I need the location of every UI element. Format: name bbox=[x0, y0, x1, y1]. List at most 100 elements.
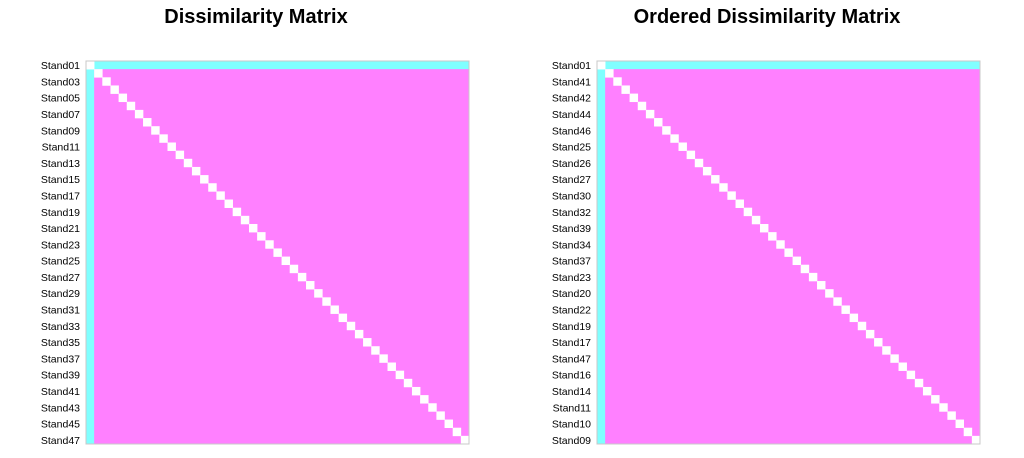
row-tick-label: Stand17 bbox=[552, 337, 591, 349]
heatmap-cell-diagonal bbox=[428, 403, 437, 412]
heatmap-cell-diagonal bbox=[379, 354, 388, 363]
heatmap-cell-diagonal bbox=[637, 101, 647, 111]
heatmap-cell-diagonal bbox=[273, 248, 282, 257]
heatmap-cell-diagonal bbox=[281, 256, 291, 266]
row-tick-label: Stand16 bbox=[552, 370, 591, 382]
heatmap-svg: Stand01Stand03Stand05Stand07Stand09Stand… bbox=[41, 60, 470, 447]
heatmap-cell-diagonal bbox=[939, 403, 948, 412]
heatmap-cell-diagonal bbox=[914, 378, 924, 388]
row-tick-label: Stand19 bbox=[552, 321, 591, 333]
heatmap-cell-diagonal bbox=[808, 272, 818, 282]
heatmap-cell-diagonal bbox=[403, 378, 413, 388]
heatmap-cell-diagonal bbox=[330, 305, 339, 314]
row-tick-label: Stand34 bbox=[552, 239, 591, 251]
row-tick-label: Stand03 bbox=[41, 76, 80, 88]
row-tick-label: Stand43 bbox=[41, 402, 80, 414]
heatmap-cell-diagonal bbox=[711, 175, 720, 184]
heatmap-cell-diagonal bbox=[306, 281, 315, 290]
heatmap-cell-diagonal bbox=[849, 313, 859, 323]
heatmap-cell-diagonal bbox=[776, 240, 785, 249]
heatmap-cell-diagonal bbox=[702, 166, 712, 176]
heatmap-cell-diagonal bbox=[800, 264, 810, 274]
heatmap-cell-diagonal bbox=[686, 150, 696, 160]
heatmap-cell-diagonal bbox=[662, 126, 671, 135]
heatmap-cell-diagonal bbox=[436, 411, 445, 420]
row-tick-label: Stand42 bbox=[552, 93, 591, 105]
row-tick-label: Stand25 bbox=[552, 142, 591, 154]
heatmap-cell-row-first bbox=[597, 61, 980, 70]
heatmap-cell-diagonal bbox=[735, 199, 744, 208]
row-tick-label: Stand01 bbox=[41, 60, 80, 72]
heatmap-cell-diagonal bbox=[784, 248, 793, 257]
row-tick-label: Stand22 bbox=[552, 305, 591, 317]
heatmap-cell-col-first bbox=[86, 61, 95, 444]
row-tick-label: Stand05 bbox=[41, 93, 80, 105]
row-tick-label: Stand46 bbox=[552, 125, 591, 137]
row-tick-label: Stand30 bbox=[552, 190, 591, 202]
row-tick-label: Stand23 bbox=[41, 239, 80, 251]
heatmap-cell-diagonal bbox=[200, 175, 209, 184]
heatmap-cell-diagonal bbox=[232, 207, 242, 217]
row-tick-label: Stand44 bbox=[552, 109, 591, 121]
heatmap-cell-diagonal bbox=[346, 321, 356, 331]
row-tick-label: Stand11 bbox=[42, 142, 80, 154]
heatmap-cell-diagonal bbox=[159, 134, 168, 143]
heatmap-cell-diagonal bbox=[240, 215, 250, 225]
heatmap-cell-diagonal bbox=[420, 395, 429, 404]
heatmap-cell-diagonal bbox=[841, 305, 850, 314]
row-tick-label: Stand09 bbox=[552, 435, 591, 447]
row-tick-label: Stand47 bbox=[552, 353, 591, 365]
row-tick-label: Stand23 bbox=[552, 272, 591, 284]
row-tick-label: Stand14 bbox=[552, 386, 591, 398]
heatmap-cell-diagonal bbox=[751, 215, 761, 225]
row-tick-label: Stand15 bbox=[41, 174, 80, 186]
heatmap-cell-diagonal bbox=[743, 207, 753, 217]
heatmap-cell-diagonal bbox=[322, 297, 331, 306]
heatmap-cell-diagonal bbox=[452, 427, 462, 437]
heatmap-cell-diagonal bbox=[621, 85, 630, 94]
heatmap-cell-col-first bbox=[597, 61, 606, 444]
heatmap-cell-diagonal bbox=[857, 321, 867, 331]
heatmap-cell-diagonal bbox=[817, 281, 826, 290]
heatmap-cell-diagonal bbox=[605, 69, 614, 78]
heatmap-cell-diagonal bbox=[216, 191, 225, 200]
heatmap-cell-diagonal bbox=[613, 77, 622, 86]
row-tick-label: Stand35 bbox=[41, 337, 80, 349]
heatmap-cell-diagonal bbox=[678, 142, 687, 151]
heatmap-cell-diagonal bbox=[143, 118, 152, 127]
heatmap-cell-diagonal bbox=[670, 134, 679, 143]
heatmap-cell-diagonal bbox=[110, 85, 119, 94]
row-tick-label: Stand27 bbox=[41, 272, 80, 284]
heatmap-cell-diagonal bbox=[890, 354, 899, 363]
chart-title: Ordered Dissimilarity Matrix bbox=[633, 6, 901, 28]
row-tick-label: Stand47 bbox=[41, 435, 80, 447]
heatmap-cell-diagonal bbox=[898, 362, 907, 371]
heatmap-cell-diagonal bbox=[694, 158, 704, 168]
heatmap-cell-diagonal bbox=[191, 166, 201, 176]
row-tick-label: Stand45 bbox=[41, 419, 80, 431]
heatmap-cell-diagonal bbox=[597, 61, 606, 70]
heatmap-cell-diagonal bbox=[792, 256, 802, 266]
row-tick-label: Stand27 bbox=[552, 174, 591, 186]
heatmap-cell-diagonal bbox=[134, 109, 144, 119]
heatmap-cell-diagonal bbox=[759, 223, 769, 233]
heatmap-cell-diagonal bbox=[354, 329, 364, 339]
heatmap-cell-diagonal bbox=[126, 101, 136, 111]
heatmap-cell-diagonal bbox=[371, 346, 380, 355]
heatmap-cell-diagonal bbox=[444, 419, 454, 429]
heatmap-cell-diagonal bbox=[183, 158, 193, 168]
row-tick-label: Stand31 bbox=[41, 305, 80, 317]
heatmap-cell-diagonal bbox=[874, 338, 883, 347]
row-tick-label: Stand25 bbox=[41, 256, 80, 268]
heatmap-cell-diagonal bbox=[297, 272, 307, 282]
heatmap-cell-diagonal bbox=[971, 435, 981, 445]
row-tick-label: Stand37 bbox=[41, 353, 80, 365]
heatmap-cell-diagonal bbox=[175, 150, 185, 160]
heatmap-cell-diagonal bbox=[931, 395, 940, 404]
heatmap-cell-diagonal bbox=[387, 362, 396, 371]
heatmap-cell-diagonal bbox=[768, 232, 777, 241]
heatmap-cell-diagonal bbox=[395, 370, 405, 380]
heatmap-cell-diagonal bbox=[955, 419, 965, 429]
